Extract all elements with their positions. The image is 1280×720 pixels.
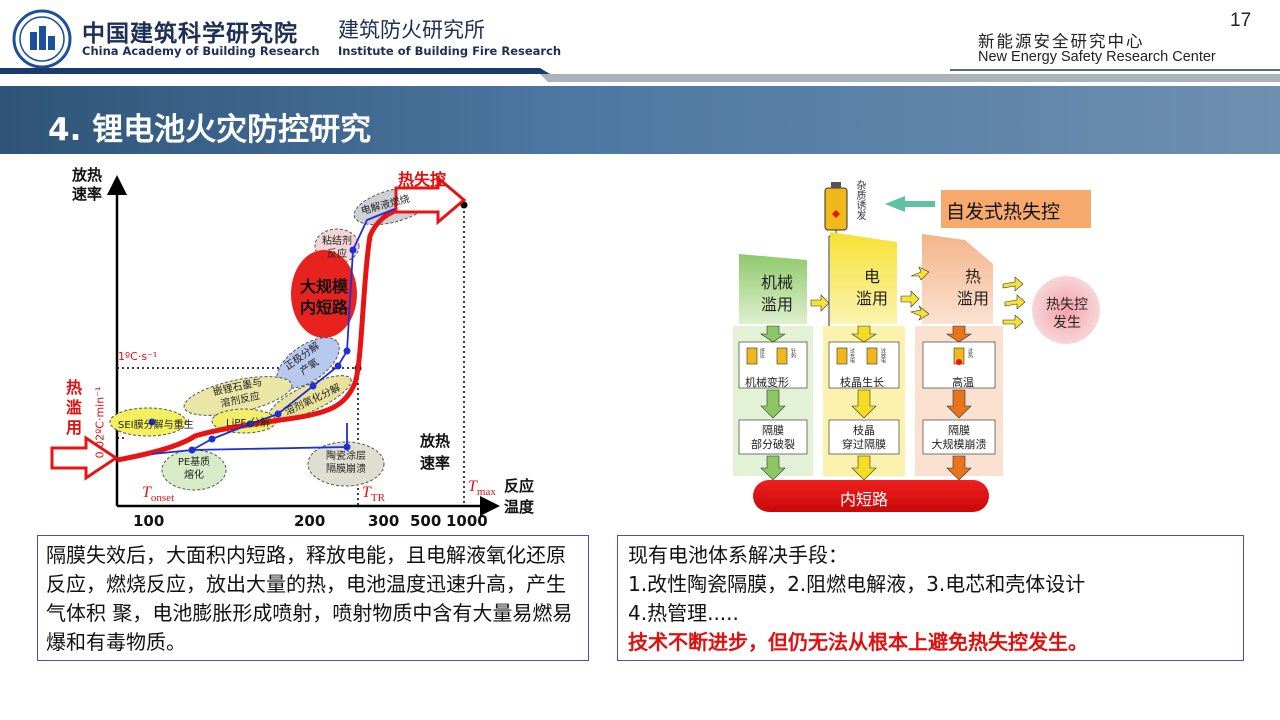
y-label-line-2: 速率: [72, 185, 103, 203]
sep-collapse-line-1: 隔膜: [948, 424, 970, 437]
y-label-line-1: 放热: [72, 166, 103, 184]
bubble-ceramic: 陶瓷涂层 隔膜崩溃: [318, 450, 374, 476]
thermal-abuse-label: 热 滥用: [950, 266, 996, 310]
x-axis-label: 反应 温度: [504, 476, 534, 518]
bubble-pe: PE基质 熔化: [172, 456, 216, 482]
mechanical-abuse-label: 机械 滥用: [754, 272, 800, 316]
logo: [10, 8, 74, 70]
abuse-label-char-3: 用: [66, 418, 83, 437]
heat-rate-label: 放热 速率: [420, 430, 450, 474]
runaway-label: 热失控: [398, 170, 447, 189]
spontaneous-label: 自发式热失控: [946, 201, 1061, 223]
icon-label-overcharge: 过充电: [849, 348, 855, 363]
x-tick-300: 300: [368, 512, 400, 530]
t-max-label: Tmax: [468, 478, 496, 499]
abuse-flow-diagram: [733, 182, 1100, 512]
icon-label-overdischarge: 过放电: [880, 348, 886, 363]
electrical-line-1: 电: [863, 267, 880, 286]
left-text: 隔膜失效后，大面积内短路，释放电能，且电解液氧化还原反应，燃烧反应，放出大量的热…: [46, 543, 573, 654]
abuse-label-char-2: 滥: [66, 398, 83, 417]
runaway-line-2: 发生: [1053, 315, 1081, 331]
bubble-short: 大规模 内短路: [288, 276, 360, 318]
bubble-lipf6: LiPF₆分解: [226, 418, 271, 429]
short-circuit-label: 内短路: [840, 490, 889, 509]
electrical-line-2: 滥用: [855, 289, 888, 308]
org-name-cn: 中国建筑科学研究院: [82, 20, 298, 47]
abuse-label-char-1: 热: [66, 378, 83, 397]
mechanical-line-1: 机械: [760, 273, 793, 292]
sep-partial-label: 隔膜 部分破裂: [740, 424, 806, 452]
bubble-short-line-1: 大规模: [299, 277, 348, 296]
right-text-box: 现有电池体系解决手段： 1.改性陶瓷隔膜，2.阻燃电解液，3.电芯和壳体设计 4…: [617, 535, 1244, 661]
sep-partial-line-1: 隔膜: [762, 424, 784, 437]
institute-name-cn: 建筑防火研究所: [338, 18, 485, 42]
t-tr-sub: TR: [370, 492, 385, 505]
institute-name-en: Institute of Building Fire Research: [338, 44, 562, 58]
bubble-short-line-2: 内短路: [299, 298, 348, 317]
bubble-pe-line-1: PE基质: [177, 457, 211, 468]
page-title: 4. 锂电池火灾防控研究: [48, 112, 372, 148]
t-tr-label: TTR: [362, 484, 385, 505]
heat-rate-line-1: 放热: [420, 432, 451, 450]
thermal-line-2: 滥用: [956, 289, 989, 308]
deform-label: 机械变形: [745, 376, 789, 389]
left-text-box: 隔膜失效后，大面积内短路，释放电能，且电解液氧化还原反应，燃烧反应，放出大量的热…: [37, 535, 589, 661]
sep-collapse-label: 隔膜 大规模崩溃: [924, 424, 994, 452]
thermal-runaway-chart: [50, 174, 500, 516]
sep-partial-line-2: 部分破裂: [751, 438, 795, 451]
bubble-binder: 粘结剂 反应: [322, 235, 352, 261]
icon-label-needle: 针刺: [790, 348, 796, 358]
rate-1-label: 1ºC·s⁻¹: [118, 350, 158, 363]
abuse-label: 热 滥 用: [66, 378, 86, 438]
right-text-line-4: 技术不断进步，但仍无法从根本上避免热失控发生。: [628, 630, 1088, 654]
trigger-label: 杂质诱发: [854, 180, 865, 220]
icon-label-squeeze: 挤压: [759, 348, 765, 358]
high-temp-label: 高温: [952, 376, 974, 389]
sep-pierce-line-2: 穿过隔膜: [842, 438, 886, 451]
bubble-ceramic-line-1: 陶瓷涂层: [326, 451, 366, 462]
right-text-line-1: 现有电池体系解决手段：: [628, 543, 848, 567]
t-onset-sub: onset: [150, 492, 175, 505]
rate-2-label: 0.02ºC·min⁻¹: [93, 386, 107, 459]
org-name-en: China Academy of Building Research: [82, 44, 320, 58]
header-stripes: [0, 68, 1280, 82]
x-tick-100: 100: [133, 512, 165, 530]
center-name-cn: 新能源安全研究中心: [978, 32, 1145, 51]
t-max-sub: max: [476, 486, 496, 499]
bubble-ceramic-line-2: 隔膜崩溃: [326, 464, 366, 475]
right-text-line-3: 4.热管理.....: [628, 601, 739, 625]
x-tick-200: 200: [294, 512, 326, 530]
center-name-en: New Energy Safety Research Center: [978, 49, 1216, 65]
heat-rate-line-2: 速率: [420, 454, 451, 472]
x-axis-label-line-2: 温度: [504, 498, 535, 516]
bubble-binder-line-1: 粘结剂: [322, 236, 352, 247]
x-tick-1000: 1000: [446, 512, 488, 530]
runaway-line-1: 热失控: [1046, 297, 1088, 313]
sep-pierce-line-1: 枝晶: [853, 424, 875, 437]
x-tick-500: 500: [410, 512, 442, 530]
title-bar: [0, 86, 1280, 154]
bubble-sei: SEI膜分解与重生: [118, 420, 194, 431]
bubble-binder-line-2: 反应: [327, 249, 347, 260]
chart-y-label: 放热 速率: [72, 166, 102, 204]
mechanical-line-2: 滥用: [760, 295, 793, 314]
thermal-line-1: 热: [964, 267, 981, 286]
sep-collapse-line-2: 大规模崩溃: [931, 438, 987, 451]
icon-label-overheat: 过热: [967, 348, 973, 358]
runaway-occur-label: 热失控 发生: [1038, 296, 1096, 332]
bubble-pe-line-2: 熔化: [184, 470, 204, 481]
x-axis-label-line-1: 反应: [504, 477, 535, 495]
electrical-abuse-label: 电 滥用: [849, 266, 895, 310]
dendrite-label: 枝晶生长: [840, 376, 884, 389]
sep-pierce-label: 枝晶 穿过隔膜: [830, 424, 898, 452]
right-text-line-2: 1.改性陶瓷隔膜，2.阻燃电解液，3.电芯和壳体设计: [628, 572, 1086, 596]
page-number: 17: [1230, 10, 1252, 31]
t-onset-label: Tonset: [142, 484, 175, 505]
